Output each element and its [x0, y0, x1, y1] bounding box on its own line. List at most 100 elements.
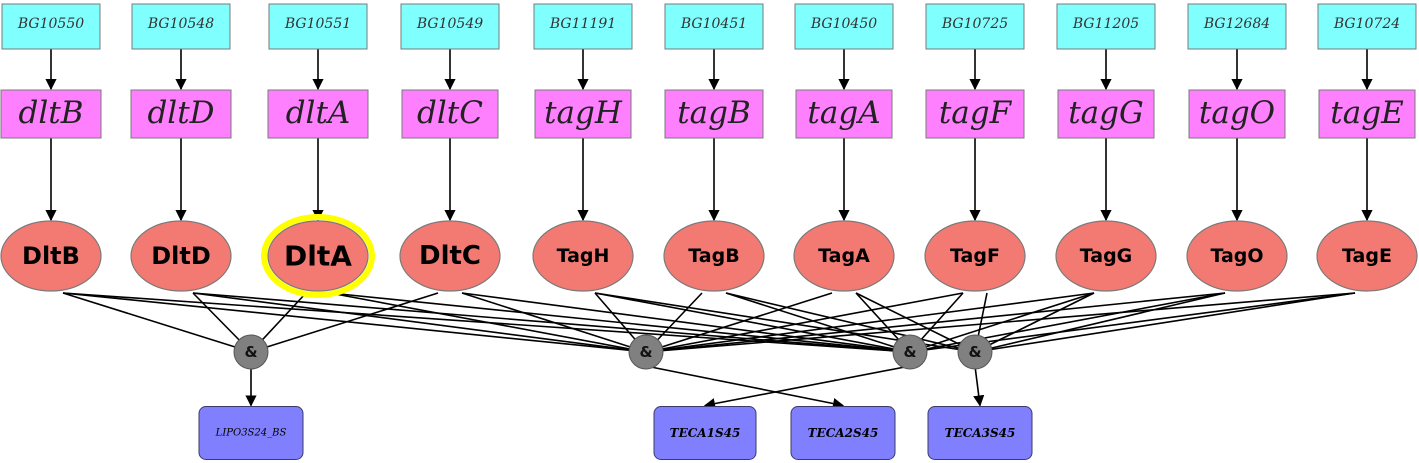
and-circle [957, 334, 993, 370]
gene-label: tagF [939, 95, 1013, 131]
gene-label: dltA [286, 95, 351, 131]
protein-label: DltC [419, 241, 481, 271]
product-node: TECA2S45 [790, 406, 896, 460]
protein-label: TagH [557, 245, 610, 267]
gene-node: tagB [664, 89, 764, 139]
gene-label: dltD [147, 95, 214, 131]
protein-ellipse [793, 220, 895, 292]
edge-protein-to-and [62, 292, 252, 353]
edge-protein-to-and [62, 292, 647, 353]
product-box [198, 406, 304, 460]
gene-label: tagA [807, 95, 880, 131]
protein-node: TagE [1316, 220, 1418, 292]
protein-ellipse [267, 220, 369, 292]
protein-node: DltA [261, 214, 375, 298]
bg-id-node: BG10550 [1, 3, 101, 50]
protein-label: TagG [1080, 245, 1133, 267]
gene-node: dltB [0, 89, 102, 139]
protein-ellipse [1055, 220, 1157, 292]
protein-node: TagF [924, 220, 1026, 292]
highlight-ring [261, 214, 375, 298]
gene-label: tagH [544, 95, 623, 131]
gene-node: tagF [925, 89, 1025, 139]
gene-box [534, 89, 632, 139]
bg-id-box [533, 3, 633, 50]
and-label: & [639, 343, 652, 361]
bg-id-label: BG10550 [17, 16, 84, 32]
product-box [790, 406, 896, 460]
edge-protein-to-and [725, 292, 911, 353]
bg-id-label: BG10725 [941, 16, 1008, 32]
bg-id-label: BG10549 [416, 16, 483, 32]
gene-label: dltC [417, 95, 483, 131]
protein-ellipse [1316, 220, 1418, 292]
product-node: TECA3S45 [927, 406, 1033, 460]
product-label: TECA2S45 [808, 426, 879, 440]
gene-box [1057, 89, 1155, 139]
gene-node: tagA [795, 89, 893, 139]
gene-box [130, 89, 232, 139]
bg-id-label: BG10724 [1333, 16, 1400, 32]
protein-node: TagB [663, 220, 765, 292]
gene-label: tagO [1199, 95, 1275, 131]
bg-id-box [1, 3, 101, 50]
protein-label: TagF [950, 245, 1000, 267]
and-circle [233, 334, 269, 370]
protein-ellipse [663, 220, 765, 292]
product-node: TECA1S45 [653, 406, 757, 460]
edge-and-to-product [703, 365, 911, 410]
edge-protein-to-and [645, 292, 964, 353]
bg-id-label: BG11205 [1072, 16, 1139, 32]
gene-label: tagB [677, 95, 751, 131]
gene-box [795, 89, 893, 139]
protein-label: DltA [284, 240, 352, 273]
product-label: TECA3S45 [945, 426, 1016, 440]
nodes-layer: BG10550 BG10548 BG10551 BG10549 BG11191 BG104… [0, 3, 1418, 460]
and-node: & [957, 334, 993, 370]
edge-protein-to-and [974, 292, 1356, 353]
bg-id-label: BG10451 [680, 16, 747, 32]
edge-protein-to-and [974, 292, 1226, 353]
bg-id-box [1187, 3, 1287, 50]
and-label: & [244, 343, 257, 361]
protein-label: TagB [688, 245, 739, 267]
bg-id-label: BG10450 [810, 16, 877, 32]
bg-id-box [400, 3, 500, 50]
bg-id-box [664, 3, 764, 50]
protein-label: TagE [1342, 245, 1392, 267]
protein-ellipse [0, 220, 102, 292]
bg-id-box [925, 3, 1025, 50]
protein-ellipse [532, 220, 634, 292]
edge-protein-to-and [461, 292, 911, 353]
gene-label: tagE [1330, 95, 1404, 131]
protein-ellipse [399, 220, 501, 292]
bg-id-node: BG10549 [400, 3, 500, 50]
gene-node: dltD [130, 89, 232, 139]
gene-box [0, 89, 102, 139]
product-label: LIPO3S24_BS [215, 428, 287, 439]
protein-ellipse [130, 220, 232, 292]
bg-id-label: BG11191 [549, 16, 616, 32]
and-label: & [968, 343, 981, 361]
gene-box [664, 89, 764, 139]
bg-id-box [1056, 3, 1156, 50]
protein-node: DltD [130, 220, 232, 292]
bg-id-box [794, 3, 894, 50]
bg-id-node: BG11191 [533, 3, 633, 50]
gene-box [401, 89, 499, 139]
bg-id-label: BG10548 [147, 16, 214, 32]
protein-label: DltB [22, 242, 80, 270]
protein-label: TagA [818, 245, 870, 267]
bg-id-node: BG10450 [794, 3, 894, 50]
edge-protein-to-and [855, 292, 976, 353]
protein-ellipse [1186, 220, 1288, 292]
gene-node: dltA [267, 89, 369, 139]
bg-id-box [131, 3, 231, 50]
protein-node: TagG [1055, 220, 1157, 292]
edge-and-to-product [645, 365, 845, 410]
bg-id-node: BG10551 [268, 3, 368, 50]
edge-protein-to-and [192, 292, 647, 353]
product-node: LIPO3S24_BS [198, 406, 304, 460]
product-box [927, 406, 1033, 460]
